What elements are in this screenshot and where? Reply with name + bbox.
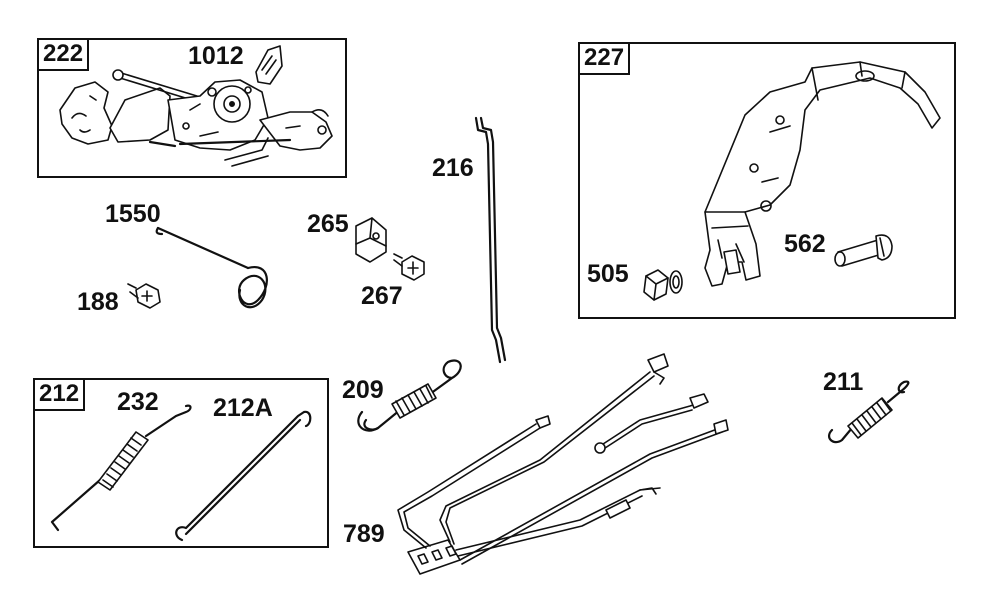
part-label-209: 209	[342, 376, 384, 404]
group-box-222	[37, 38, 347, 178]
spring-211-drawing	[827, 380, 910, 444]
part-label-562: 562	[784, 230, 826, 258]
clip-265-drawing	[355, 217, 387, 263]
part-label-267: 267	[361, 282, 403, 310]
part-label-212A: 212A	[213, 394, 273, 422]
group-box-227	[578, 42, 956, 319]
part-label-265: 265	[307, 210, 349, 238]
group-tag-222: 222	[37, 38, 90, 71]
control-assembly-drawing	[59, 45, 333, 167]
part-label-232: 232	[117, 388, 159, 416]
rod-216-drawing	[474, 116, 507, 364]
screw-188-drawing	[127, 283, 161, 309]
part-label-1012: 1012	[188, 42, 244, 70]
group-box-212	[33, 378, 329, 548]
part-label-211: 211	[823, 368, 864, 396]
part-label-188: 188	[77, 288, 119, 316]
spring-209-drawing	[357, 359, 462, 432]
spring-232-drawing	[50, 404, 192, 532]
part-label-1550: 1550	[105, 200, 161, 228]
screw-267-drawing	[393, 253, 425, 281]
rod-212A-drawing	[175, 410, 312, 542]
spring-clip-1550-drawing	[155, 226, 268, 309]
wiring-harness-789-drawing	[397, 353, 729, 575]
part-label-505: 505	[587, 260, 629, 288]
group-tag-212: 212	[33, 378, 86, 411]
part-label-789: 789	[343, 520, 385, 548]
part-label-216: 216	[432, 154, 474, 182]
group-tag-227: 227	[578, 42, 631, 75]
bracket-drawing	[643, 61, 941, 301]
